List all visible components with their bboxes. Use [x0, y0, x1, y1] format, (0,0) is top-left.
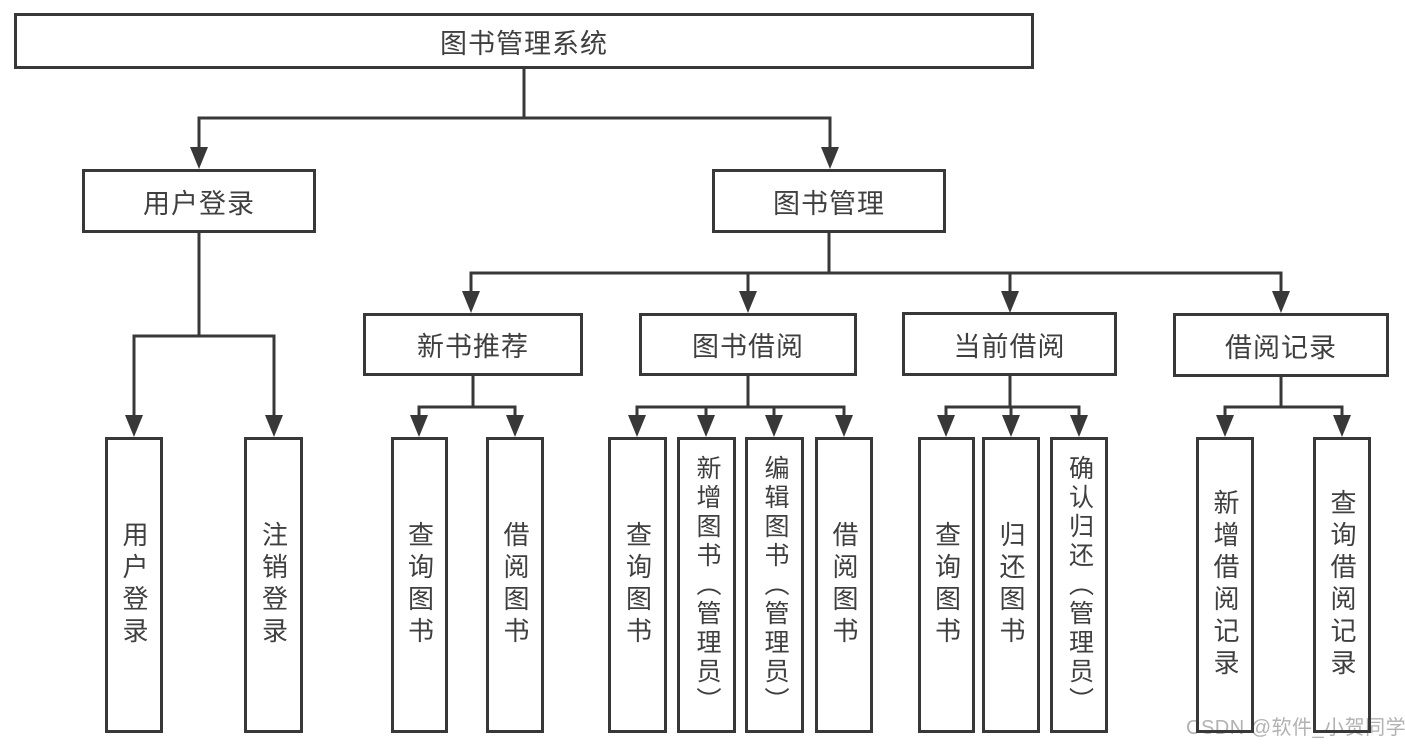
- arrow-down-icon: [1272, 291, 1290, 313]
- node-book-management: 图书管理: [712, 169, 946, 233]
- node-label: 图书借阅: [692, 332, 804, 362]
- connector-current-borrow-to-leaves: [944, 374, 1081, 420]
- arrow-down-icon: [462, 291, 480, 313]
- leaf-query-books: 查询图书: [608, 437, 667, 733]
- leaf-label: 确认归还（管理员）: [1065, 454, 1094, 716]
- leaf-logout: 注销登录: [244, 437, 303, 733]
- leaf-query-books: 查询图书: [918, 437, 975, 733]
- arrow-down-icon: [628, 415, 646, 437]
- node-borrowing-records: 借阅记录: [1173, 313, 1389, 377]
- leaf-label: 借阅图书: [829, 521, 859, 649]
- leaf-user-login: 用户登录: [105, 437, 163, 733]
- arrow-down-icon: [1001, 291, 1019, 313]
- leaf-add-borrow-record: 新增借阅记录: [1196, 437, 1254, 733]
- arrow-down-icon: [937, 415, 955, 437]
- leaf-label: 新增图书（管理员）: [693, 454, 721, 716]
- leaf-label: 查询图书: [404, 521, 435, 649]
- arrow-down-icon: [1333, 415, 1351, 437]
- node-label: 当前借阅: [953, 331, 1066, 362]
- leaf-label: 借阅图书: [500, 521, 530, 649]
- arrow-down-icon: [410, 415, 428, 437]
- connector-records-to-leaves: [1223, 375, 1344, 420]
- node-library-management-system: 图书管理系统: [14, 13, 1034, 69]
- arrow-down-icon: [1002, 415, 1020, 437]
- leaf-label: 查询图书: [622, 521, 653, 649]
- leaf-return-books: 归还图书: [982, 437, 1040, 733]
- arrow-down-icon: [821, 147, 839, 169]
- leaf-label: 编辑图书（管理员）: [761, 454, 789, 716]
- csdn-watermark: CSDN @软件_小贺同学: [1186, 717, 1405, 739]
- node-label: 借阅记录: [1225, 332, 1337, 363]
- arrow-down-icon: [265, 415, 283, 437]
- arrow-down-icon: [835, 415, 853, 437]
- leaf-borrow-books: 借阅图书: [486, 437, 544, 733]
- leaf-label: 归还图书: [996, 521, 1026, 649]
- connector-book-mgmt-to-level3: [469, 231, 1283, 296]
- leaf-borrow-books: 借阅图书: [815, 437, 873, 733]
- arrow-down-icon: [739, 291, 757, 313]
- leaf-label: 注销登录: [258, 521, 289, 649]
- connector-root-to-level2: [197, 67, 832, 152]
- leaf-query-books: 查询图书: [391, 437, 448, 733]
- connector-new-book-to-leaves: [417, 374, 517, 420]
- node-label: 用户登录: [143, 188, 255, 219]
- node-current-borrowing: 当前借阅: [902, 312, 1117, 376]
- node-label: 图书管理: [773, 188, 885, 219]
- connector-user-login-to-leaves: [132, 231, 276, 420]
- node-book-borrowing: 图书借阅: [639, 313, 857, 376]
- arrow-down-icon: [125, 415, 143, 437]
- arrow-down-icon: [506, 415, 524, 437]
- arrow-down-icon: [1070, 415, 1088, 437]
- leaf-confirm-return-admin: 确认归还（管理员）: [1050, 437, 1108, 733]
- leaf-label: 新增借阅记录: [1210, 489, 1240, 681]
- node-label: 新书推荐: [417, 332, 529, 362]
- leaf-edit-books-admin: 编辑图书（管理员）: [745, 437, 804, 733]
- arrow-down-icon: [765, 415, 783, 437]
- leaf-add-books-admin: 新增图书（管理员）: [677, 437, 736, 733]
- leaf-label: 查询借阅记录: [1327, 489, 1357, 681]
- leaf-label: 用户登录: [119, 521, 149, 649]
- node-new-book-recommendation: 新书推荐: [363, 313, 583, 376]
- node-label: 图书管理系统: [440, 28, 608, 59]
- node-user-login: 用户登录: [82, 169, 316, 233]
- connector-book-borrow-to-leaves: [635, 374, 846, 420]
- leaf-label: 查询图书: [931, 521, 962, 649]
- arrow-down-icon: [697, 415, 715, 437]
- arrow-down-icon: [190, 147, 208, 169]
- leaf-query-borrow-record: 查询借阅记录: [1313, 437, 1371, 733]
- arrow-down-icon: [1216, 415, 1234, 437]
